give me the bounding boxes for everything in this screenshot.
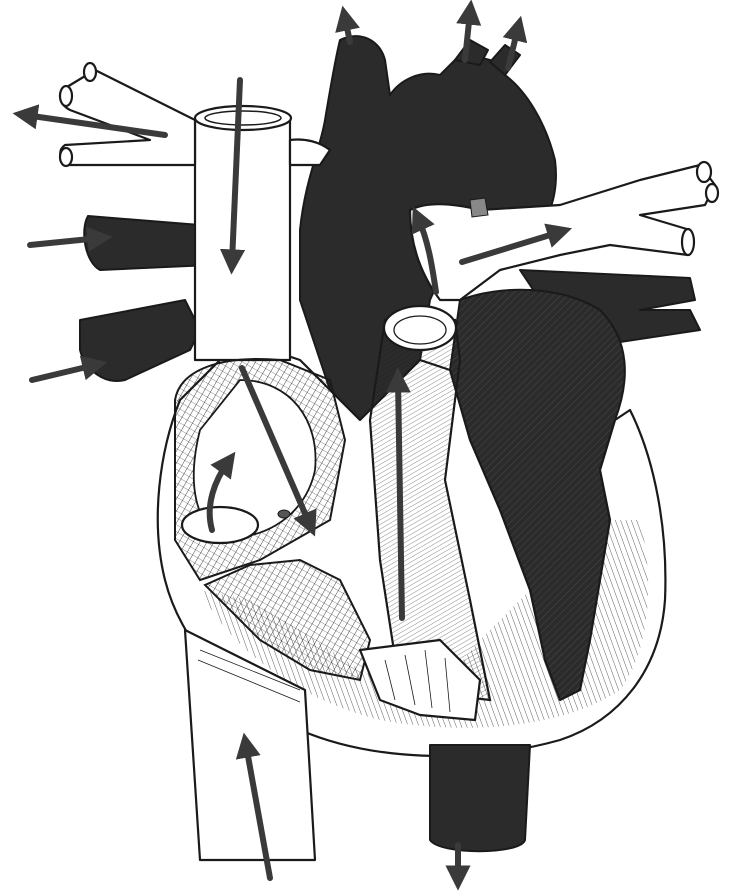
descending-aorta — [430, 745, 530, 851]
superior-vena-cava — [195, 106, 291, 360]
pulmonary-vein-left-lower-arrow — [32, 365, 95, 380]
right-ventricle-outflow-arrow — [398, 380, 402, 618]
